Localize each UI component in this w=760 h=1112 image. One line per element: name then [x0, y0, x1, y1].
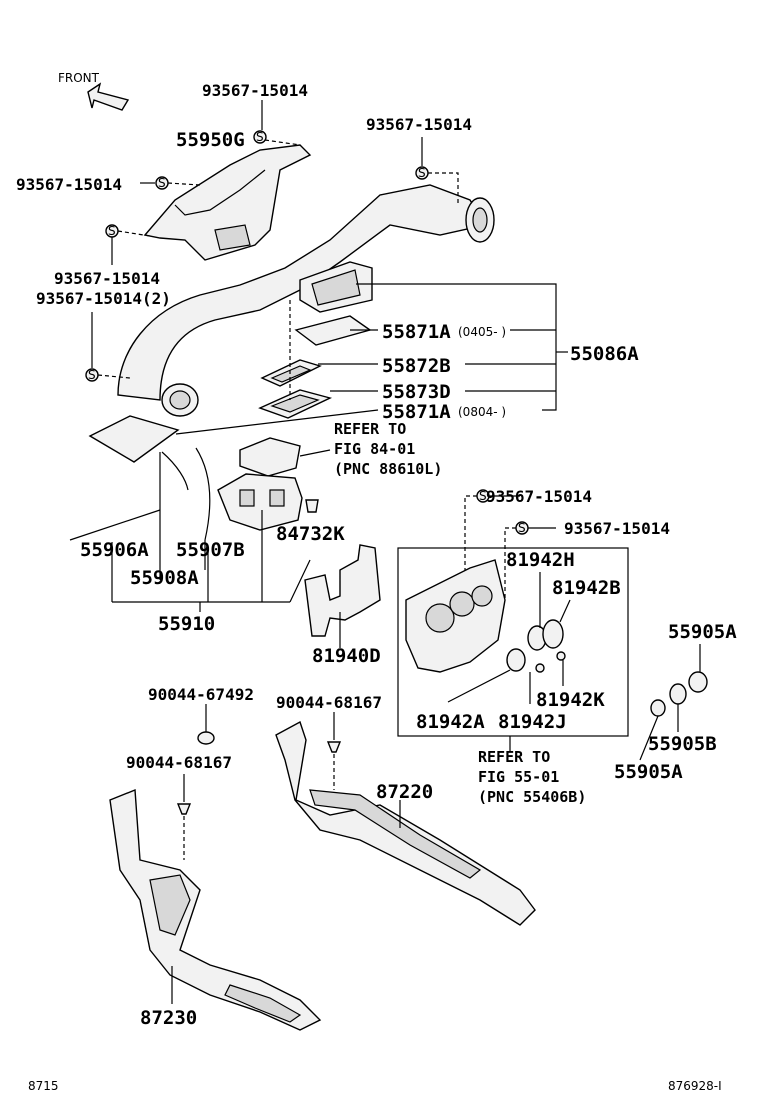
- front-label: FRONT: [58, 71, 100, 85]
- pin-81942k: [556, 651, 566, 661]
- screw-icon: S: [515, 521, 529, 535]
- refer-84-01-line3: (PNC 88610L): [334, 460, 442, 478]
- label-screw-93567-15014-f: 93567-15014: [486, 487, 592, 506]
- label-81942a: 81942A: [416, 711, 485, 733]
- duct-87220: [275, 720, 536, 926]
- screw-icon: S: [415, 166, 429, 180]
- label-55906a: 55906A: [80, 539, 149, 561]
- svg-text:S: S: [256, 130, 264, 144]
- label-55872b: 55872B: [382, 355, 451, 377]
- svg-text:S: S: [418, 166, 426, 180]
- label-screw-93567-15014-2: 93567-15014(2): [36, 289, 171, 308]
- clip-90044-68167-b: [176, 803, 192, 815]
- refer-55-01-line2: FIG 55-01: [478, 768, 559, 786]
- label-81942k: 81942K: [536, 689, 605, 711]
- label-screw-93567-15014-b: 93567-15014: [16, 175, 122, 194]
- label-55950g: 55950G: [176, 129, 245, 151]
- refer-84-01-line1: REFER TO: [334, 420, 406, 438]
- svg-text:S: S: [88, 368, 96, 382]
- label-90044-68167-a: 90044-68167: [276, 693, 382, 712]
- label-81942b: 81942B: [552, 577, 621, 599]
- pin-81942j: [535, 663, 545, 673]
- knob-ring-81942b: [542, 619, 564, 649]
- label-55871a-bottom: 55871A: [382, 401, 451, 423]
- refer-55-01-line1: REFER TO: [478, 748, 550, 766]
- label-81942h: 81942H: [506, 549, 575, 571]
- note-0804: (0804- ): [458, 405, 506, 419]
- refer-84-01-line2: FIG 84-01: [334, 440, 415, 458]
- control-panel-81942: [405, 559, 506, 673]
- label-55907b: 55907B: [176, 539, 245, 561]
- gasket-55872b: [260, 359, 322, 387]
- footer-code-right: 876928-I: [668, 1079, 722, 1093]
- switch-88610l: [239, 437, 301, 477]
- label-55908a: 55908A: [130, 567, 199, 589]
- screw-icon: S: [105, 224, 119, 238]
- bracket-81940d: [304, 544, 381, 637]
- label-55086a: 55086A: [570, 343, 639, 365]
- knob-55905a-small: [650, 699, 666, 717]
- label-55905a-top: 55905A: [668, 621, 737, 643]
- refer-55-01-line3: (PNC 55406B): [478, 788, 586, 806]
- filter-55871a-bottom: [88, 415, 180, 463]
- footer-code-left: 8715: [28, 1079, 59, 1093]
- label-90044-67492: 90044-67492: [148, 685, 254, 704]
- label-55905a-bottom: 55905A: [614, 761, 683, 783]
- knob-55905b: [669, 683, 687, 705]
- label-55873d: 55873D: [382, 381, 451, 403]
- svg-text:S: S: [479, 489, 487, 503]
- panel-assembly-55910: [217, 473, 303, 531]
- label-81942j: 81942J: [498, 711, 567, 733]
- defroster-duct-55086a: [117, 184, 495, 417]
- svg-text:S: S: [108, 224, 116, 238]
- clip-90044-67492: [197, 731, 215, 745]
- screw-icon: S: [253, 130, 267, 144]
- svg-text:S: S: [518, 521, 526, 535]
- label-84732k: 84732K: [276, 523, 345, 545]
- clip-90044-68167-a: [326, 741, 342, 753]
- label-screw-93567-15014-d: 93567-15014: [54, 269, 160, 288]
- label-screw-93567-15014-a: 93567-15014: [202, 81, 308, 100]
- label-55905b: 55905B: [648, 733, 717, 755]
- label-55871a-top: 55871A: [382, 321, 451, 343]
- gasket-55873d: [258, 389, 333, 419]
- label-90044-68167-b: 90044-68167: [126, 753, 232, 772]
- svg-text:S: S: [158, 176, 166, 190]
- duct-87230: [109, 788, 322, 1031]
- duct-55950g: [143, 144, 312, 261]
- front-arrow-icon: [87, 82, 130, 111]
- screw-icon: S: [155, 176, 169, 190]
- note-0405: (0405- ): [458, 325, 506, 339]
- ring-81942a: [506, 648, 526, 672]
- label-87230: 87230: [140, 1007, 197, 1029]
- clip-84732k: [305, 499, 319, 513]
- label-screw-93567-15014-g: 93567-15014: [564, 519, 670, 538]
- knob-55905a: [688, 671, 708, 693]
- label-81940d: 81940D: [312, 645, 381, 667]
- label-87220: 87220: [376, 781, 433, 803]
- label-55910: 55910: [158, 613, 215, 635]
- label-screw-93567-15014-c: 93567-15014: [366, 115, 472, 134]
- screw-icon: S: [85, 368, 99, 382]
